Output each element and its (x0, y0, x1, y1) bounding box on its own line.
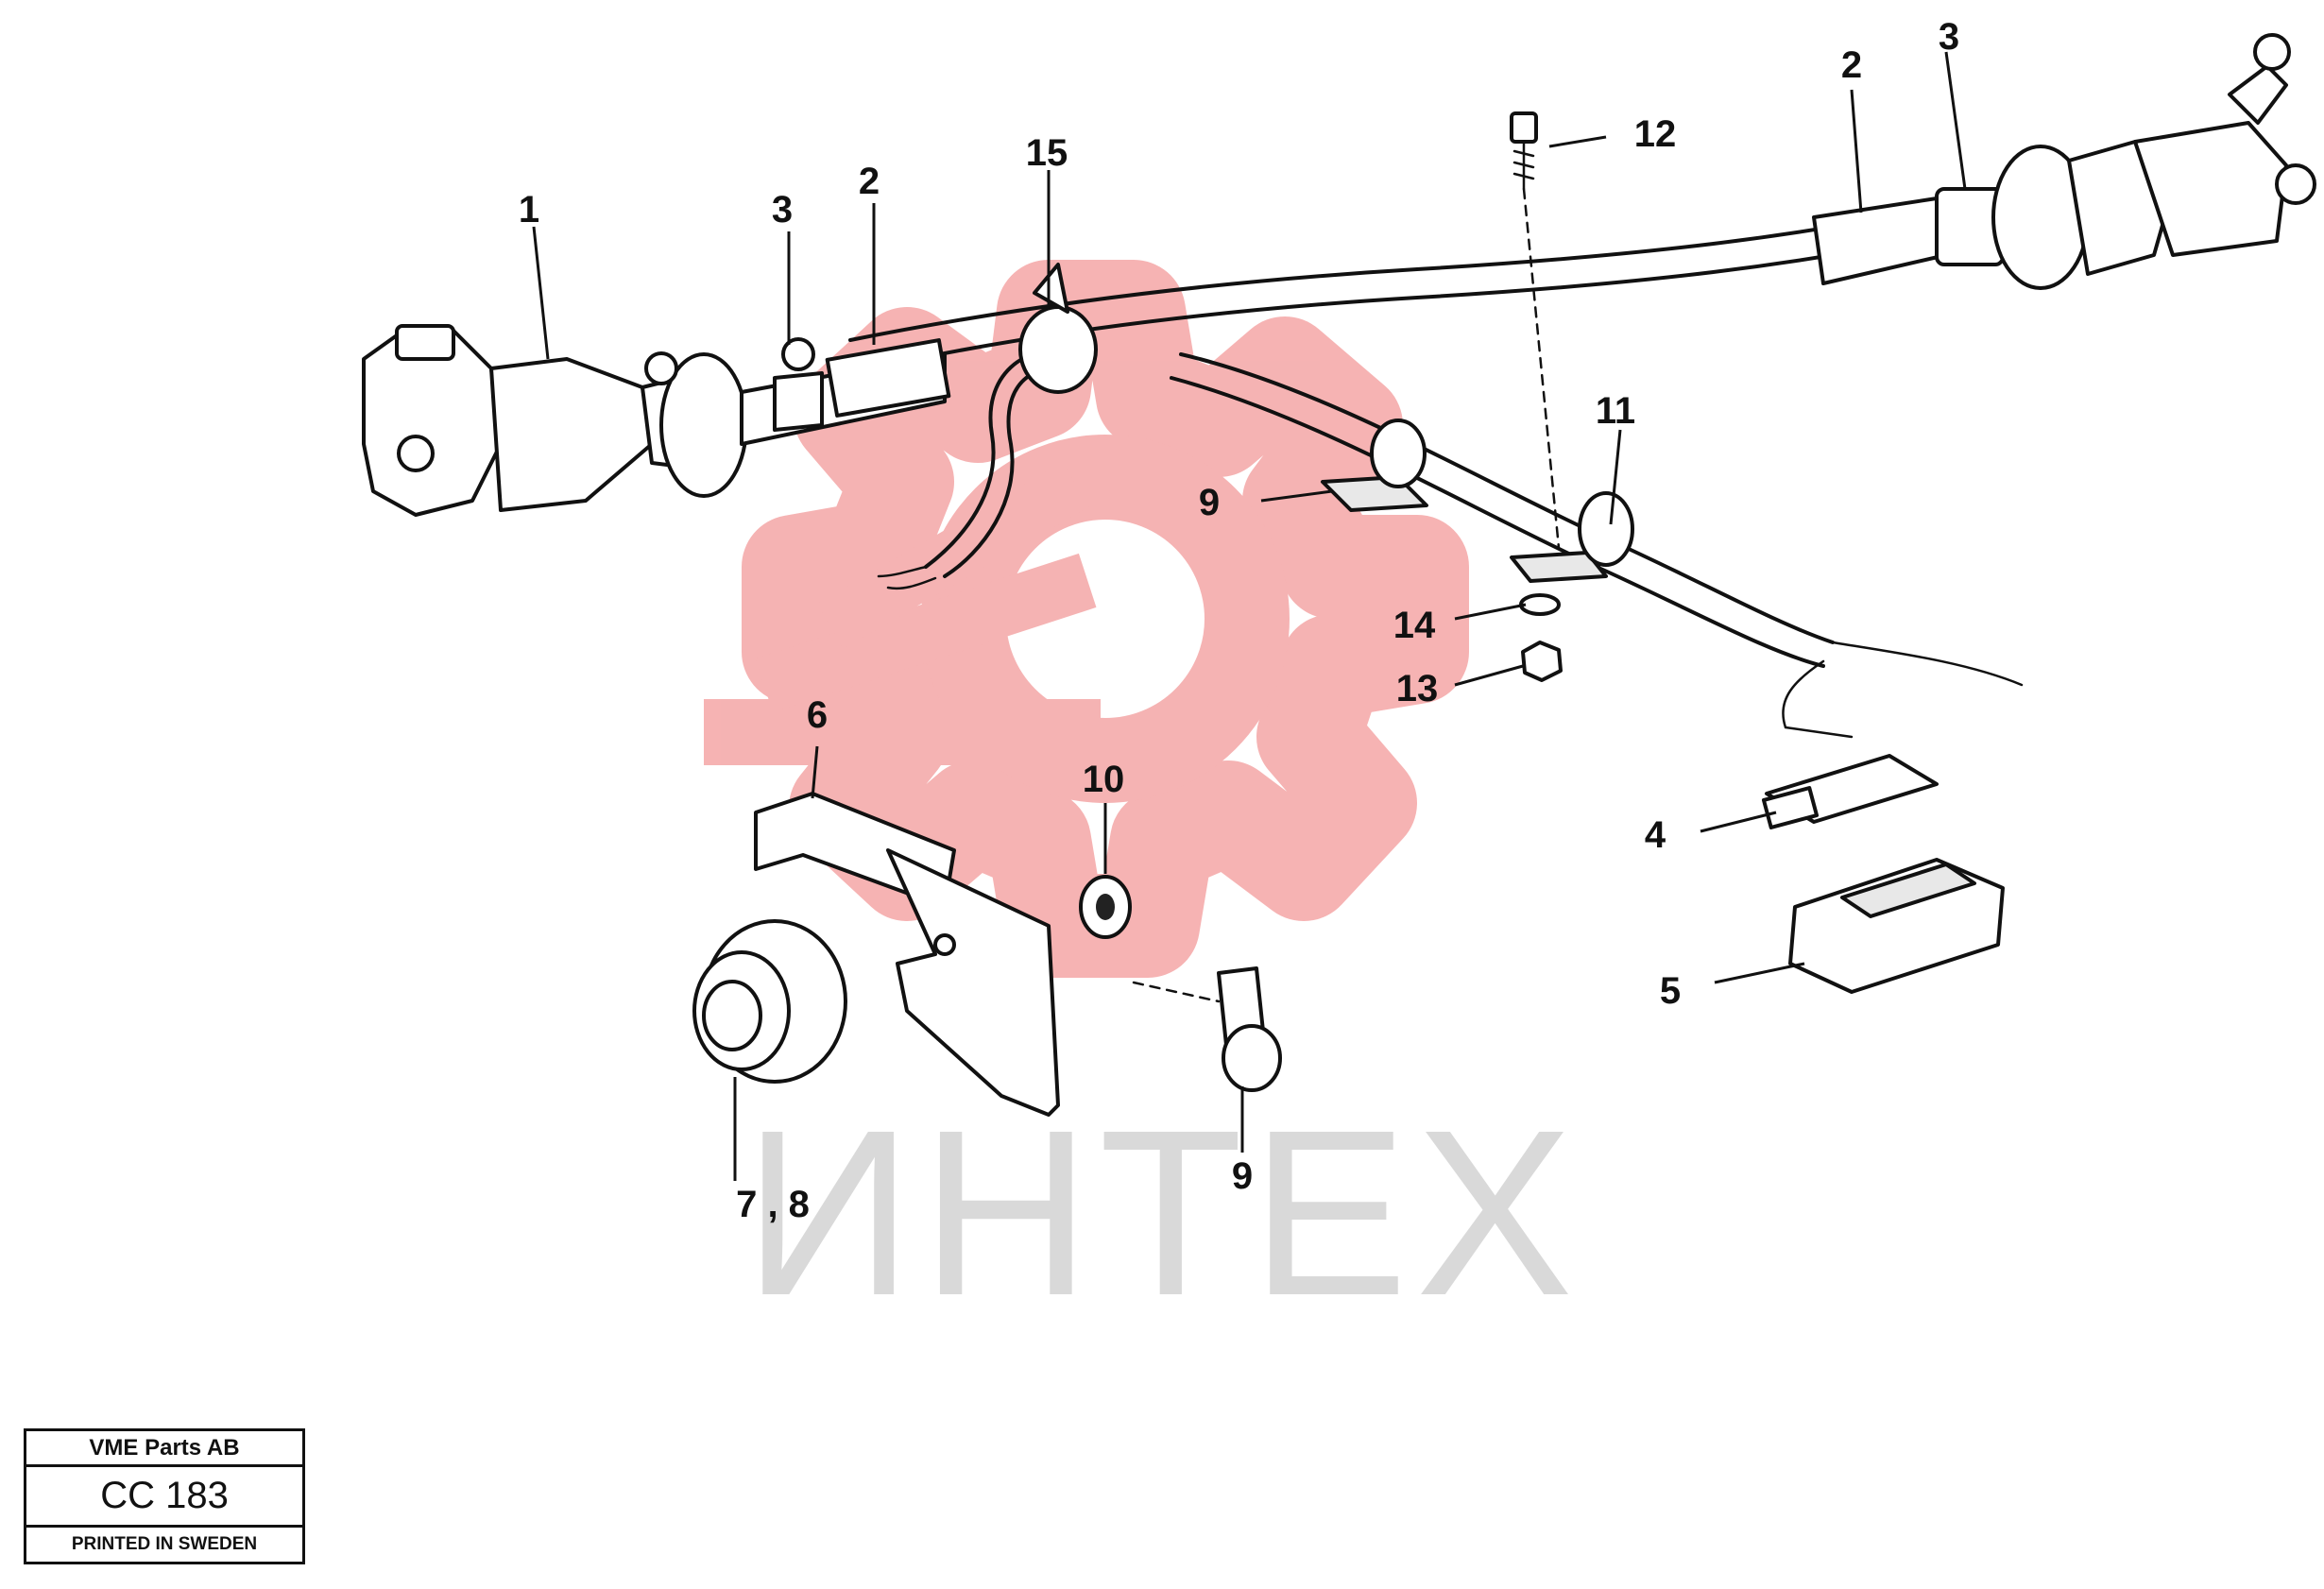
bolt-12 (1510, 111, 1561, 550)
clip-9-bottom (1132, 966, 1282, 1092)
callout-1: 1 (519, 189, 539, 231)
clamp-11 (1510, 491, 1634, 583)
callout-13: 13 (1396, 668, 1439, 709)
callout-12: 12 (1634, 113, 1677, 155)
watermark-text: ИНТЕХ (743, 1081, 1581, 1344)
watermark-gear-logo (704, 260, 1469, 978)
title-block-printed: PRINTED IN SWEDEN (71, 1534, 258, 1554)
callout-5: 5 (1660, 970, 1681, 1012)
lamp-7-8 (692, 919, 847, 1084)
callout-3-left: 3 (772, 189, 793, 231)
callout-10: 10 (1083, 759, 1125, 800)
terminal-4 (1761, 754, 1939, 829)
bracket-6 (754, 792, 1060, 1117)
callout-6: 6 (807, 694, 828, 736)
callout-2-left: 2 (859, 161, 880, 202)
grommet-10 (1079, 875, 1132, 939)
washer-14 (1519, 593, 1561, 616)
cable-clamp-15 (1018, 263, 1098, 394)
nut-13 (1521, 641, 1563, 682)
callout-7-8: 7 , 8 (736, 1184, 810, 1225)
connector-housing-5 (1788, 858, 2005, 994)
clamp-9-top (1321, 419, 1428, 512)
left-connector (362, 324, 951, 517)
callout-9-bottom: 9 (1232, 1155, 1253, 1197)
callout-3-right: 3 (1939, 16, 1959, 58)
title-block: VME Parts AB CC 183 PRINTED IN SWEDEN (24, 1428, 305, 1564)
callout-11: 11 (1596, 390, 1635, 432)
watermark-bar-2 (755, 553, 1097, 713)
callout-14: 14 (1393, 605, 1436, 646)
watermark-bar-1 (704, 699, 1101, 765)
title-block-company: VME Parts AB (26, 1431, 302, 1467)
callout-labels: 1 3 2 15 12 2 3 11 9 14 13 6 10 4 5 9 7 … (519, 16, 1959, 1225)
callout-2-right: 2 (1841, 44, 1862, 86)
title-block-code: CC 183 (26, 1467, 302, 1528)
callout-4: 4 (1645, 814, 1666, 856)
callout-9-top: 9 (1199, 482, 1220, 523)
right-connector (1812, 33, 2316, 290)
watermark-gear-outline (742, 260, 1469, 978)
leader-lines (532, 51, 1967, 1181)
watermark-bar-3 (817, 462, 1089, 649)
callout-15: 15 (1026, 132, 1068, 174)
